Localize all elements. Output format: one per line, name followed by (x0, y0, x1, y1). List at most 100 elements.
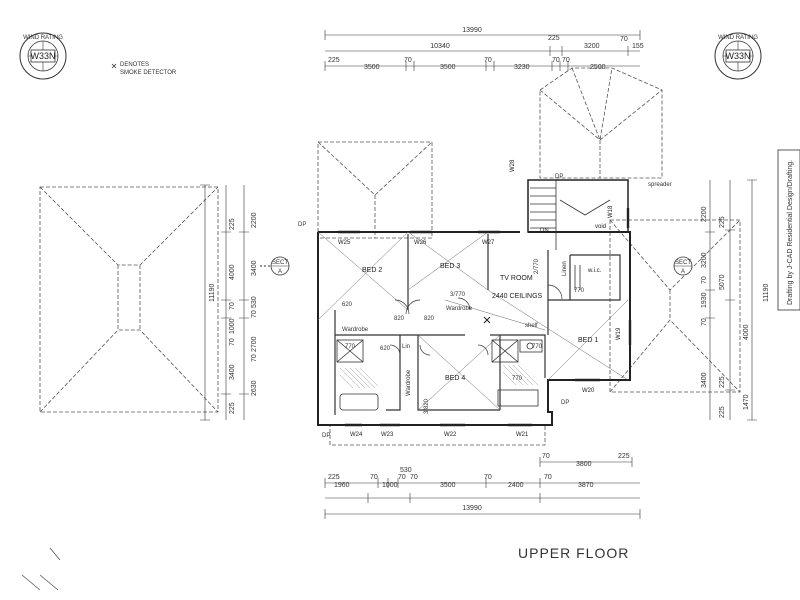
dim-right-inner: 3200 (701, 252, 708, 268)
room-bed3: BED 3 (440, 263, 460, 270)
room-bed2: BED 2 (362, 267, 382, 274)
bath-fixtures (336, 339, 543, 411)
dim-bottom-r3: 1960 (334, 482, 350, 489)
downpipe-label: DP (322, 433, 330, 439)
dim-right-outer: 225 (719, 406, 726, 418)
dim-bottom-r2: 70 (544, 474, 552, 481)
dim-top-r2: 70 (620, 36, 628, 43)
dim-left-inner: 2630 (251, 380, 258, 396)
stairs (530, 180, 611, 290)
window-w18: W18 (608, 205, 614, 218)
dim-right-inner: 1930 (701, 292, 708, 308)
dim-bottom-r1: 3800 (576, 461, 592, 468)
dim-right-inner: 3400 (701, 372, 708, 388)
dim-left-outer: 225 (229, 402, 236, 414)
dim-right-outer: 4000 (743, 324, 750, 340)
dim-left-outer: 70 (229, 302, 236, 310)
dim-bottom-r2: 70 (410, 474, 418, 481)
dim-bottom-r2: 225 (328, 474, 340, 481)
dimension-text-bottom: 70 3800 225 225 70 530 70 70 3500 70 240… (328, 453, 630, 512)
dim-bottom-r3: 1000 (382, 482, 398, 489)
dim-right-inner: 2200 (701, 206, 708, 222)
dim-left-inner: 70 (251, 354, 258, 362)
dim-left-inner: 70 (251, 310, 258, 318)
dim-top-r2: 3200 (584, 43, 600, 50)
section-top: SECT (272, 260, 288, 266)
dim-bottom-r2: 70 (370, 474, 378, 481)
section-bottom: A (278, 269, 282, 275)
dim-left-inner: 530 (251, 296, 258, 308)
door-label: 770 (345, 344, 356, 350)
dim-top-r3: 70 (404, 57, 412, 64)
wind-rating-ring-text: WIND RATING (718, 35, 758, 41)
room-shelf: shelf (525, 323, 538, 329)
dim-left-inner: 2700 (251, 336, 258, 352)
dim-right-outer: 1470 (743, 394, 750, 410)
corner-fragment (21, 547, 61, 591)
smoke-detector-legend: DENOTES SMOKE DETECTOR (111, 62, 177, 76)
room-wic: w.i.c. (587, 268, 602, 274)
room-wardrobe-left: Wardrobe (342, 327, 369, 333)
dim-right-outer: 5070 (719, 274, 726, 290)
dim-left-overall: 11190 (209, 283, 216, 302)
dim-right-inner: 70 (701, 318, 708, 326)
door-label: 820 (394, 316, 405, 322)
door-label: 770 (574, 288, 585, 294)
section-marker-right: SECT A (673, 256, 693, 276)
dim-left-outer: 1000 (229, 318, 236, 334)
dim-bottom-r2: 3500 (440, 482, 456, 489)
dim-top-r2: 155 (632, 43, 644, 50)
room-labels: BED 2 BED 3 TV ROOM 2440 CEILINGS BED 4 … (342, 182, 672, 396)
door-label: 770 (532, 344, 543, 350)
dim-bottom-r2: 70 (398, 474, 406, 481)
room-bed1: BED 1 (578, 337, 598, 344)
downpipe-label: DP (561, 400, 569, 406)
section-bottom: A (681, 269, 685, 275)
smoke-detector-icon (483, 316, 491, 324)
credit-block: Drafting by J-CAD Residential Design/Dra… (777, 149, 800, 311)
window-w20: W20 (582, 388, 595, 394)
dim-top-r3: 3500 (364, 64, 380, 71)
door-label: 3/820 (424, 398, 430, 414)
dimension-lines-bottom (324, 457, 641, 519)
room-void: void (595, 224, 606, 230)
door-label: 770 (512, 376, 523, 382)
drafting-credit: Drafting by J-CAD Residential Design/Dra… (787, 160, 794, 305)
dim-right-outer: 225 (719, 216, 726, 228)
ceilings-note: 2440 CEILINGS (492, 293, 543, 300)
window-w22: W22 (444, 432, 457, 438)
section-marker-left: SECT A (260, 256, 290, 276)
room-linen: Linen (562, 261, 568, 276)
window-labels: W25 W26 W27 W28 W18 W19 W20 W21 W22 W23 … (338, 159, 622, 438)
dim-left-outer: 225 (229, 218, 236, 230)
dim-top-r3: 70 (562, 57, 570, 64)
wind-rating-badge-right: WIND RATING W33N (714, 32, 762, 80)
dim-right-outer: 225 (719, 376, 726, 388)
window-w24: W24 (350, 432, 363, 438)
legend-line1: DENOTES (120, 62, 149, 68)
window-w28: W28 (510, 159, 516, 172)
dim-top-r3: 70 (484, 57, 492, 64)
wind-rating-badge-left: WIND RATING W33N (19, 32, 67, 80)
dim-bottom-r2: 530 (400, 467, 412, 474)
downpipe-label: DP (555, 174, 563, 180)
wind-rating-code: W33N (30, 51, 55, 61)
dim-bottom-r2: 70 (484, 474, 492, 481)
dim-left-outer: 70 (229, 338, 236, 346)
wind-rating-ring-text: WIND RATING (23, 35, 63, 41)
window-w23: W23 (381, 432, 394, 438)
door-labels: 3/770 2/770 3/820 770 820 820 620 620 77… (298, 174, 585, 439)
dim-left-outer: 3400 (229, 364, 236, 380)
dim-left-outer: 4000 (229, 264, 236, 280)
stair-dn: DN (540, 228, 549, 234)
window-w25: W25 (338, 240, 351, 246)
room-wardrobe-mid: Wardrobe (446, 306, 473, 312)
dim-left-inner: 3400 (251, 260, 258, 276)
roof-outline (39, 67, 741, 446)
legend-line2: SMOKE DETECTOR (120, 70, 177, 76)
drawing-title: UPPER FLOOR (518, 545, 629, 561)
tile-hatching (339, 364, 539, 389)
dim-bottom-overall: 13990 (462, 505, 482, 512)
dimension-lines-top (324, 30, 641, 71)
spreader-note: spreader (648, 182, 672, 188)
